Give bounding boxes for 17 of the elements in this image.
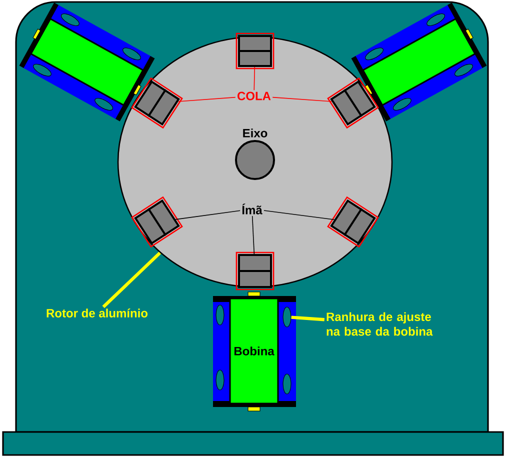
magnet-block [236, 32, 274, 70]
leader-line [291, 316, 325, 322]
leader-line [264, 210, 335, 220]
leader-line [178, 96, 236, 102]
leader-line [252, 216, 255, 254]
magnet-label: Ímã [242, 204, 262, 214]
coil-body: Bobina [229, 298, 279, 404]
leader-line [254, 66, 256, 91]
rotor-label: Rotor de alumínio [46, 308, 148, 318]
leader-line [175, 210, 240, 220]
leader-line [272, 96, 332, 102]
magnet-block [236, 252, 274, 290]
adjustment-slot [282, 306, 292, 328]
shaft-label: Eixo [243, 128, 268, 138]
glue-label: COLA [238, 92, 271, 100]
slot-label: Ranhura de ajuste na base da bobina [326, 312, 433, 336]
leader-line [102, 252, 162, 308]
